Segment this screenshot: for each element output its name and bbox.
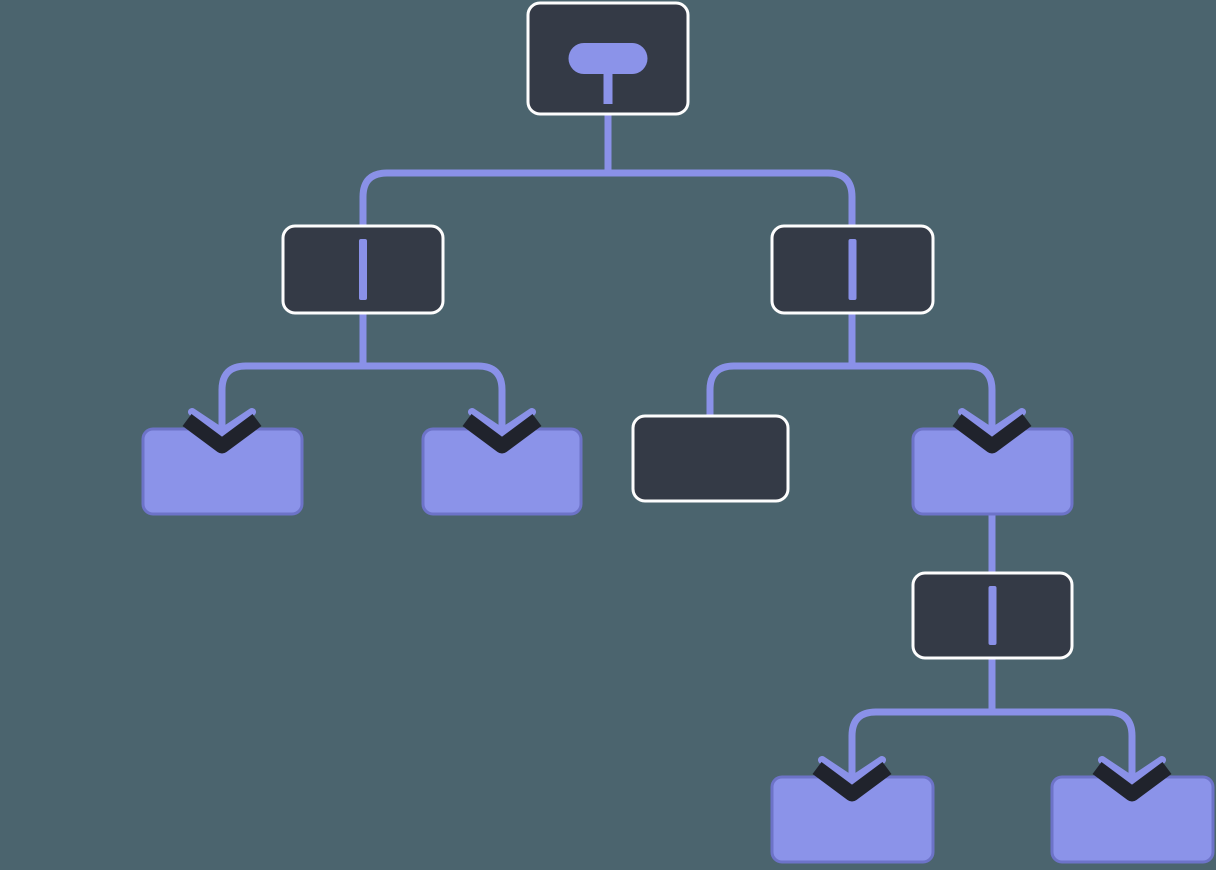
arrowhead-leaf-bottom-2-purple-chevron-icon xyxy=(1098,756,1166,784)
arrowhead-branch-purple-dark-chevron-icon xyxy=(952,413,1032,454)
arrowhead-leaf-left-2-dark-chevron-icon xyxy=(462,413,542,454)
arrowhead-leaf-left-2-purple-chevron-icon xyxy=(468,408,536,436)
arrowhead-leaf-left-1-dark-chevron-icon xyxy=(182,413,262,454)
edge-right-fork xyxy=(706,362,996,431)
root-pill-icon xyxy=(568,43,648,74)
edge-bottom-fork xyxy=(848,708,1136,779)
arrowhead-leaf-bottom-2-dark-chevron-icon xyxy=(1092,761,1172,802)
pass-through-line-icon xyxy=(988,586,997,645)
tree-node-leaf-dark xyxy=(631,414,790,503)
arrowhead-leaf-left-1-purple-chevron-icon xyxy=(188,408,256,436)
pass-through-line-icon xyxy=(848,239,857,300)
pass-through-line-icon xyxy=(359,239,367,300)
edge-left-fork xyxy=(218,362,506,431)
arrowhead-branch-purple-purple-chevron-icon xyxy=(958,408,1026,436)
arrowhead-leaf-bottom-1-purple-chevron-icon xyxy=(818,756,886,784)
root-pill-stem-icon xyxy=(603,70,613,104)
arrowhead-leaf-bottom-1-dark-chevron-icon xyxy=(812,761,892,802)
edge-root-fork xyxy=(359,169,856,232)
